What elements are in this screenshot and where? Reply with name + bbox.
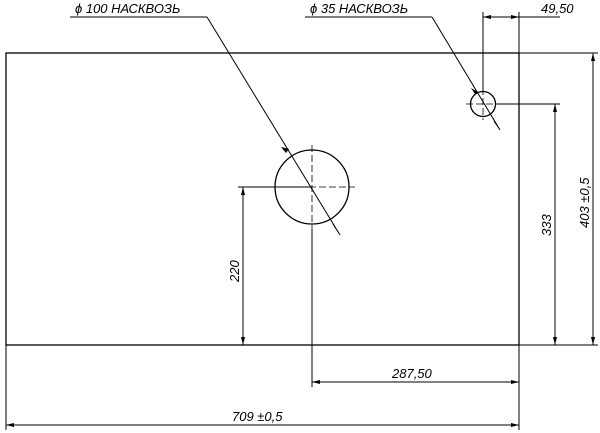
large-hole-leader xyxy=(70,16,341,236)
dim-small-hole-height-label: 333 xyxy=(539,214,554,236)
large-hole-callout: ϕ 100 НАСКВОЗЬ xyxy=(75,1,180,16)
dim-large-hole-offset xyxy=(311,229,520,387)
dim-right-offset-label: 49,50 xyxy=(541,1,574,16)
small-hole-callout: ϕ 35 НАСКВОЗЬ xyxy=(310,1,408,16)
dim-large-hole-height-label: 220 xyxy=(227,260,242,283)
dim-overall-width xyxy=(5,345,520,430)
dim-large-hole-height xyxy=(238,186,312,345)
dim-right-offset xyxy=(482,12,560,92)
dim-overall-height xyxy=(519,52,598,346)
dim-overall-width-label: 709 ±0,5 xyxy=(232,409,283,424)
small-hole-leader xyxy=(305,16,501,131)
dim-large-hole-offset-label: 287,50 xyxy=(391,366,433,381)
dim-overall-height-label: 403 ±0,5 xyxy=(577,177,592,228)
dim-small-hole-height xyxy=(495,103,560,346)
small-hole xyxy=(466,88,500,120)
countertop-outline xyxy=(5,52,520,346)
